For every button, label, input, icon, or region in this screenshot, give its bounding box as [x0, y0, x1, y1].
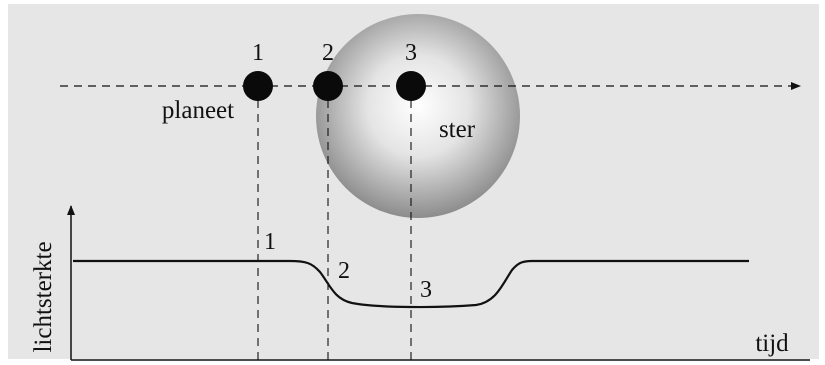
curve-marker-1: 1	[264, 229, 276, 255]
planet-position-label-2: 2	[322, 40, 334, 66]
curve-marker-2: 2	[338, 258, 350, 284]
curve-marker-3: 3	[420, 277, 432, 303]
planet-position-3	[396, 71, 426, 101]
light-curve	[73, 259, 749, 309]
planet-position-label-3: 3	[405, 40, 417, 66]
x-axis-label: tijd	[755, 330, 789, 357]
planet-position-label-1: 1	[252, 40, 264, 66]
star-label: ster	[439, 116, 476, 143]
y-axis-label: lichtsterkte	[30, 241, 57, 352]
planet-position-1	[243, 71, 273, 101]
star	[316, 14, 520, 218]
planet-position-2	[313, 71, 343, 101]
planet-label: planeet	[162, 97, 234, 124]
